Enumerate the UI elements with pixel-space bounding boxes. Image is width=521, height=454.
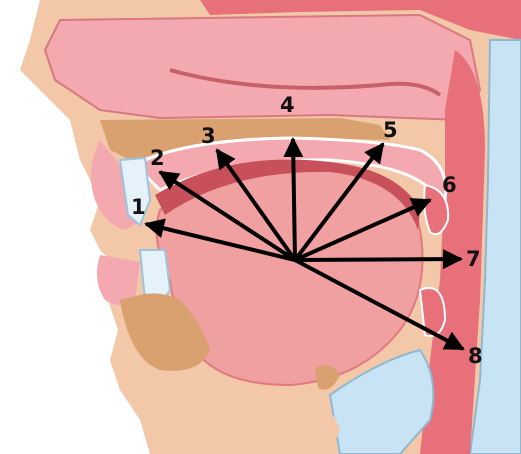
nasal-cavity <box>45 15 480 120</box>
arrow-7 <box>295 259 461 260</box>
label-2: 2 <box>150 146 165 170</box>
label-1: 1 <box>131 195 146 219</box>
neck-lower <box>150 390 340 454</box>
label-4: 4 <box>280 93 295 117</box>
label-3: 3 <box>201 124 216 148</box>
label-5: 5 <box>383 118 398 142</box>
label-8: 8 <box>468 344 483 368</box>
arrow-4 <box>293 139 295 260</box>
label-7: 7 <box>466 247 481 271</box>
label-6: 6 <box>442 173 457 197</box>
